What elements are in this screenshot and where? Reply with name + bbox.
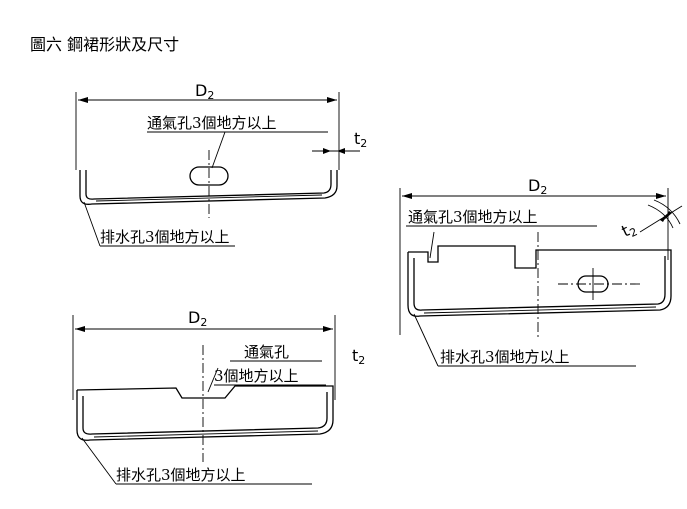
right-t2-label: t2 [619,218,640,243]
top-left-d2-label: D2 [195,81,214,102]
top-left-t2-label: t2 [354,129,367,150]
right-vent-label: 通氣孔3個地方以上 [408,208,538,226]
bottom-left-d2-label: D2 [188,308,207,329]
top-left-drain-label: 排水孔3個地方以上 [100,228,230,246]
right-d2-label: D2 [528,176,547,197]
right-skirt-figure: D2 通氣孔3個地方以上 t2 排水孔3個地方以上 [399,176,683,367]
bottom-left-t2-label: t2 [352,346,365,367]
figure-title: 圖六 鋼裙形狀及尺寸 [30,35,179,54]
bottom-left-skirt-figure: D2 t2 通氣孔 3個地方以上 排水孔3個地方以上 [72,308,365,485]
top-left-vent-label: 通氣孔3個地方以上 [147,114,277,132]
top-left-skirt-figure: D2 t2 通氣孔3個地方以上 排水孔3個地方以上 [75,81,367,247]
bottom-left-vent-label-2: 3個地方以上 [214,367,299,385]
bottom-left-vent-label-1: 通氣孔 [244,343,289,361]
bottom-left-drain-label: 排水孔3個地方以上 [116,466,246,484]
right-drain-label: 排水孔3個地方以上 [440,348,570,366]
